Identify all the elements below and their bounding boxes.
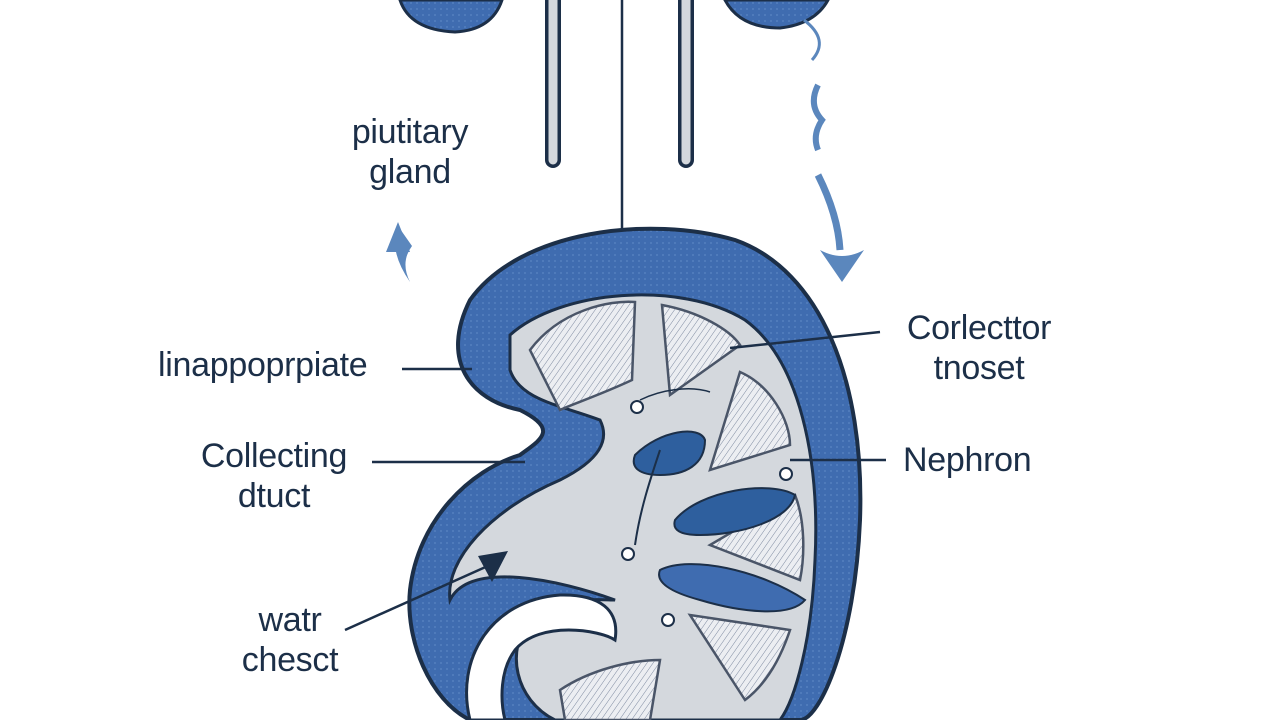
label-collecting-line2: dtuct	[237, 477, 311, 515]
label-nephron: Nephron	[903, 440, 1032, 480]
curved-arrow-left	[386, 222, 412, 282]
calyx-1	[632, 430, 707, 477]
marker-dot	[661, 613, 675, 627]
label-water-line2: chesct	[241, 641, 339, 679]
upper-right-organ	[723, 0, 830, 30]
label-inappropriate: linappoprpiate	[158, 345, 368, 385]
label-collecting-duct: Collecting dtuct	[186, 436, 362, 516]
marker-dot	[630, 400, 644, 414]
label-pituitary-line2: gland	[369, 153, 451, 191]
label-inappropriate-line1: linappoprpiate	[158, 346, 368, 384]
pyramid-5	[687, 613, 792, 702]
pyramid-6	[558, 658, 662, 720]
lower-notch	[465, 593, 618, 720]
label-collecting-line1: Collecting	[200, 437, 348, 475]
pyramid-1	[528, 300, 637, 412]
pyramid-4	[707, 493, 805, 582]
label-collector-line2: tnoset	[933, 349, 1025, 387]
label-water: watr chesct	[232, 600, 348, 680]
pyramid-3	[708, 370, 792, 472]
calyx-3	[658, 563, 807, 613]
marker-dot	[621, 547, 635, 561]
label-collector: Corlecttor tnoset	[888, 308, 1070, 388]
pyramid-2	[660, 303, 742, 398]
upper-left-organ	[398, 0, 504, 34]
marker-dot	[779, 467, 793, 481]
label-pituitary-line1: piutitary	[351, 113, 469, 151]
wavy-arrow-right	[803, 18, 864, 282]
leader-collector	[729, 330, 881, 350]
inner-tubule	[634, 449, 661, 546]
label-nephron-line1: Nephron	[903, 441, 1032, 479]
label-pituitary-gland: piutitary gland	[335, 112, 485, 192]
inner-tubule-2	[639, 387, 711, 401]
leader-water	[344, 551, 508, 632]
label-water-line1: watr	[258, 601, 322, 639]
calyx-2	[673, 487, 797, 537]
label-collector-line1: Corlecttor	[906, 309, 1052, 347]
